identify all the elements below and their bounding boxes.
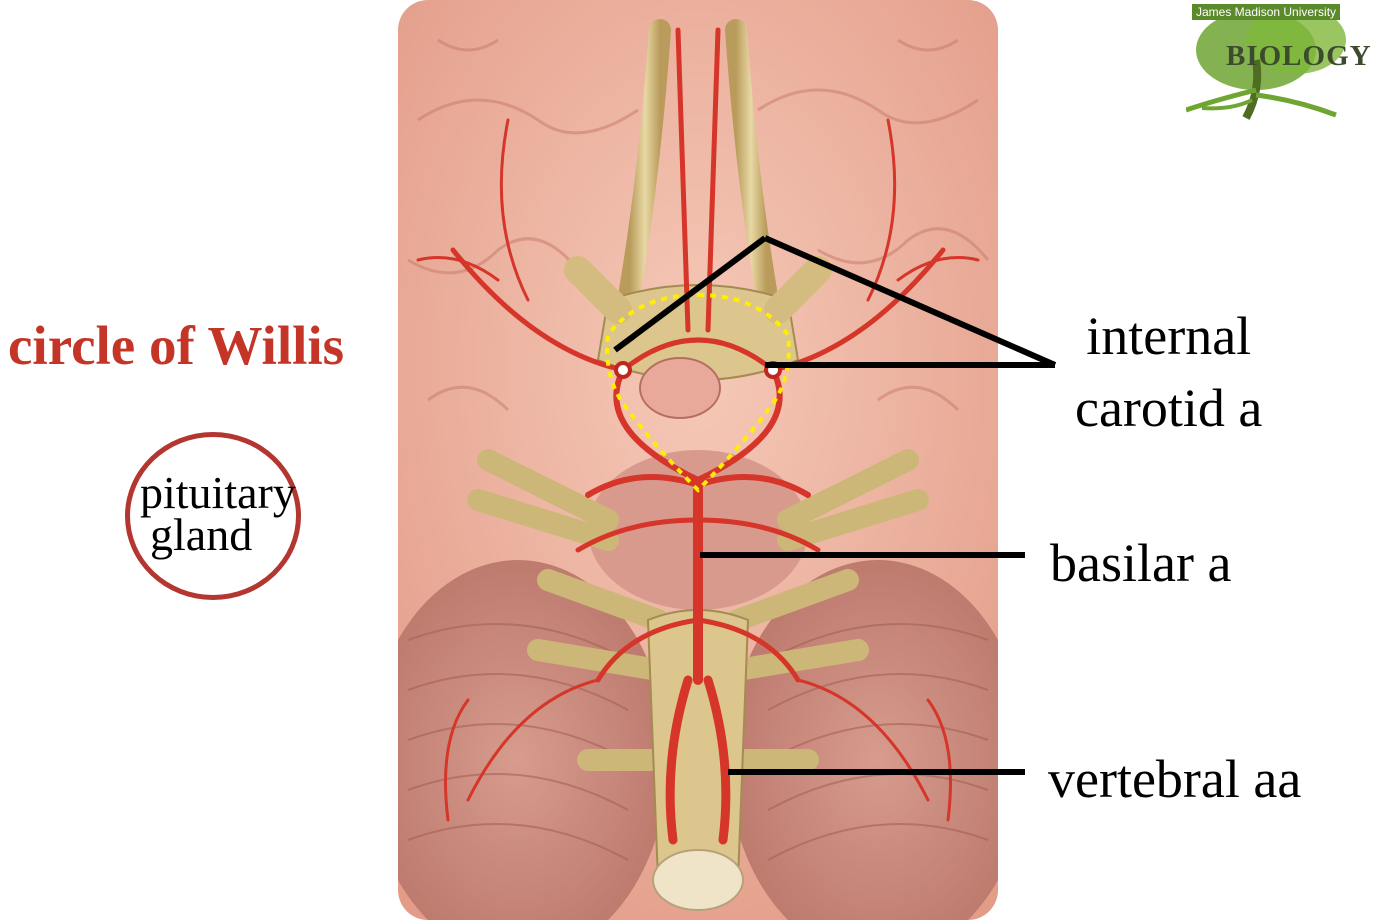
optic-nerve-left: [564, 256, 632, 324]
spinal-cord-section: [652, 849, 744, 911]
label-internal-carotid: internal carotid a: [1075, 300, 1262, 444]
logo-dept: BIOLOGY: [1226, 40, 1372, 72]
pituitary-gland: [639, 357, 721, 419]
jmu-biology-logo: James Madison University BIOLOGY: [1185, 0, 1372, 124]
internal-carotid-right: [764, 361, 782, 379]
brain-base-illustration: [398, 0, 998, 920]
pituitary-label: pituitary gland: [140, 467, 296, 560]
label-internal-carotid-line1: internal: [1086, 306, 1252, 366]
pituitary-label-line2: gland: [150, 509, 253, 560]
cranial-nerves: [467, 449, 929, 771]
tree-icon: [1185, 6, 1346, 120]
internal-carotid-left: [614, 361, 632, 379]
logo-university: James Madison University: [1192, 4, 1341, 20]
label-basilar: basilar a: [1050, 533, 1232, 593]
pituitary-label-line1: pituitary: [140, 467, 296, 518]
slide-title: circle of Willis: [8, 315, 345, 376]
pituitary-circle: [125, 432, 301, 600]
cerebellum-folia: [407, 623, 989, 861]
label-vertebral: vertebral aa: [1048, 749, 1302, 809]
label-internal-carotid-line2: carotid a: [1075, 378, 1263, 438]
circle-of-willis-outline: [605, 292, 791, 493]
